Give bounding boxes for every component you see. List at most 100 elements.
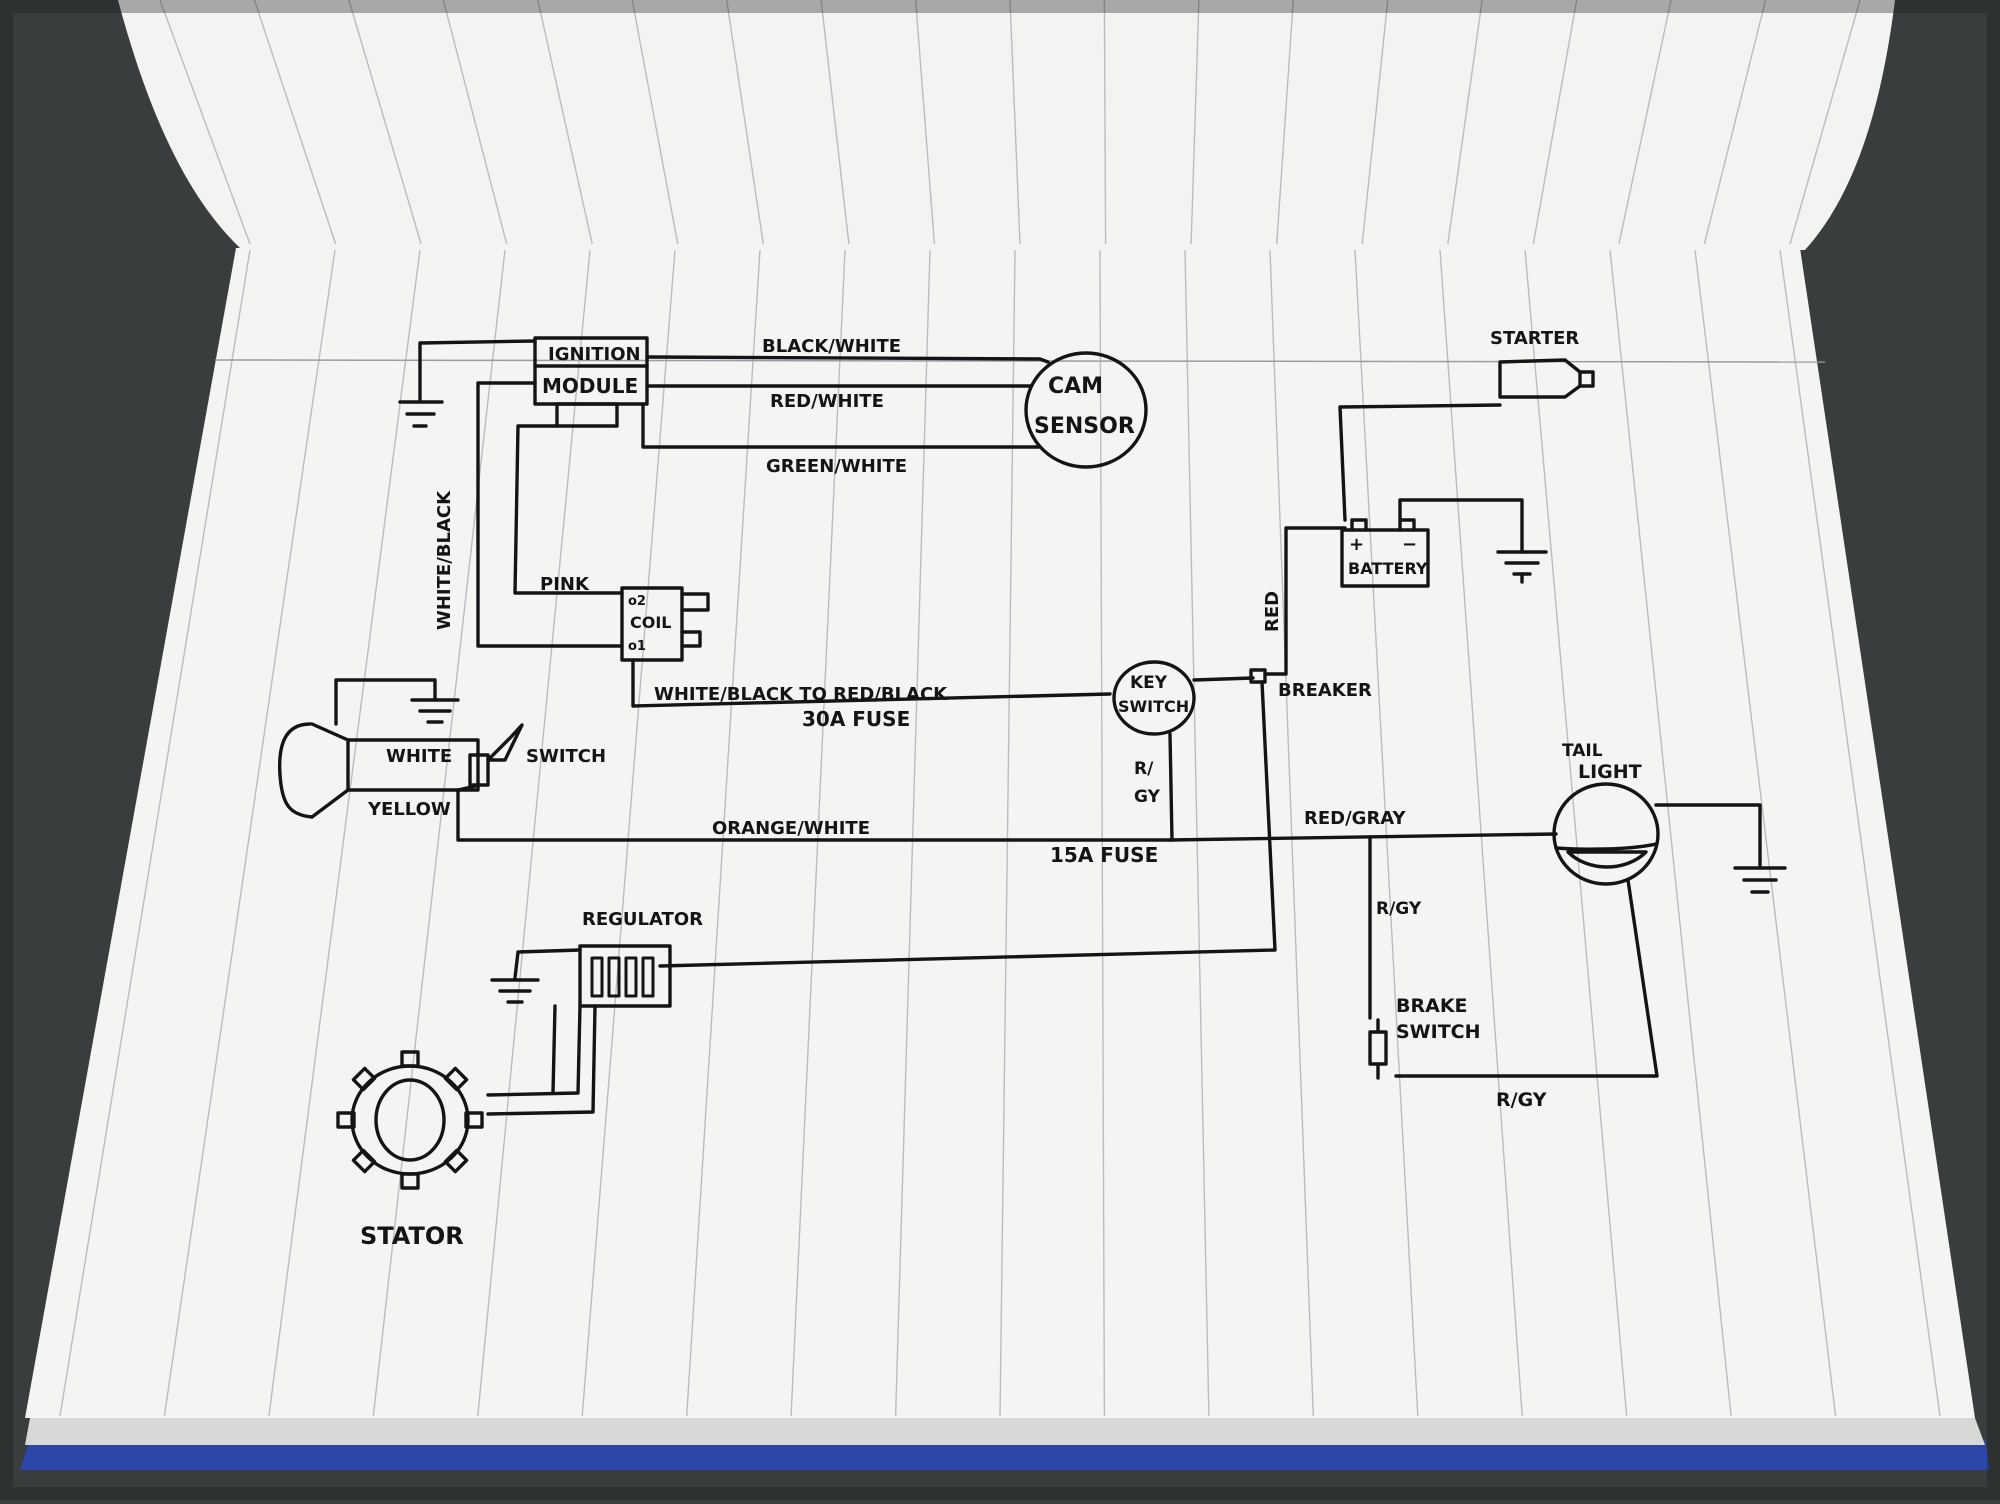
breaker-to-regulator-wire — [658, 680, 1277, 968]
ruling-line — [894, 249, 931, 1417]
upper-ruling-line — [914, 0, 936, 245]
white-black-wire — [476, 381, 624, 648]
regulator-ground-wire — [513, 948, 582, 980]
orange-white-label: ORANGE/WHITE — [712, 818, 870, 839]
ruling-line — [268, 249, 421, 1417]
battery-ground-wire — [1398, 498, 1524, 554]
coil-to-key-wire — [631, 658, 1112, 708]
notebook-cover-edge — [20, 1440, 1990, 1470]
battery-minus-label: − — [1402, 534, 1417, 555]
red-wire-label: RED — [1262, 591, 1283, 632]
ruling-line — [1524, 249, 1628, 1417]
headlight-body — [310, 722, 480, 819]
ruling-line — [1354, 249, 1419, 1417]
tail-label: TAIL — [1562, 741, 1603, 761]
sensor-label: SENSOR — [1034, 414, 1135, 439]
starter-tip — [1578, 370, 1595, 388]
notebook-page-stack — [25, 1418, 1985, 1445]
ruling-lines — [59, 0, 1941, 1417]
tail-to-brake-wire — [1394, 878, 1659, 1078]
coil-1-label: o1 — [628, 639, 646, 654]
white-black-to-red-black-label: WHITE/BLACK TO RED/BLACK — [654, 684, 948, 705]
upper-ruling-line — [1789, 0, 1861, 245]
upper-ruling-line — [1361, 0, 1389, 245]
upper-ruling-line — [1009, 0, 1021, 245]
headlight-to-orange-wire — [456, 783, 1172, 842]
battery-neg-terminal — [1398, 518, 1416, 532]
upper-ruling-line — [1447, 0, 1483, 245]
regulator-box — [578, 944, 672, 1008]
ruling-line — [581, 249, 676, 1417]
diagram-labels: IGNITION MODULE CAM SENSOR BLACK/WHITE R… — [360, 328, 1642, 1250]
ruling-line — [1099, 249, 1106, 1417]
30a-fuse-label: 30A FUSE — [802, 707, 910, 731]
battery-plus-label: + — [1349, 534, 1364, 555]
tail-light-outer — [1552, 782, 1660, 886]
breaker-label: BREAKER — [1278, 680, 1372, 701]
upper-ruling-line — [1103, 0, 1107, 245]
pink-wire — [513, 424, 624, 595]
upper-ruling-line — [159, 0, 251, 245]
key-to-15a-wire — [1168, 732, 1174, 842]
r-gy-upper-label: R/GY — [1376, 899, 1422, 919]
upper-page — [118, 0, 1895, 250]
coil-2-label: o2 — [628, 594, 646, 609]
key-gy-label: GY — [1134, 787, 1161, 807]
orange-white-wire — [1168, 832, 1558, 842]
tail-light-ground-icon — [1733, 866, 1787, 894]
green-white-wire — [641, 402, 1042, 449]
key-switch-circle — [1112, 660, 1196, 736]
headlight-ground-wire — [334, 678, 437, 726]
ruling-line — [477, 249, 591, 1417]
headlight-switch-lever — [486, 723, 524, 762]
notebook — [20, 0, 1990, 1470]
headlight-ground-icon — [410, 698, 460, 724]
upper-ruling-line — [1276, 0, 1294, 245]
headlight-switch-label: SWITCH — [526, 746, 606, 767]
module-ground-icon — [398, 400, 444, 428]
key-label: KEY — [1130, 673, 1168, 693]
tail-light-lower-lens — [1566, 850, 1648, 869]
upper-ruling-line — [1618, 0, 1672, 245]
battery-pos-terminal — [1350, 518, 1368, 532]
green-white-label: GREEN/WHITE — [766, 456, 907, 477]
black-white-wire — [645, 355, 1050, 364]
stator-label: STATOR — [360, 1222, 464, 1250]
ignition-label: IGNITION — [548, 344, 641, 365]
upper-ruling-line — [631, 0, 679, 245]
battery-to-starter-wire — [1338, 403, 1502, 522]
upper-ruling-line — [348, 0, 422, 245]
breaker-to-battery-wire — [1263, 526, 1347, 676]
module-label: MODULE — [542, 374, 638, 398]
regulator-to-stator-wire-2 — [486, 1004, 597, 1116]
regulator-ground-icon — [490, 978, 540, 1004]
upper-ruling-line — [726, 0, 764, 245]
main-page — [25, 248, 1975, 1418]
light-label: LIGHT — [1578, 761, 1642, 783]
headlight-lens — [277, 722, 314, 819]
regulator-to-stator-wire-3 — [551, 1004, 557, 1095]
ruling-line — [999, 249, 1016, 1417]
stator-icon — [336, 1050, 484, 1190]
ruling-line — [1609, 249, 1732, 1417]
module-ground-wire — [418, 339, 537, 402]
ruling-line — [1269, 249, 1314, 1417]
r-gy-lower-label: R/GY — [1496, 1089, 1547, 1111]
key-r-label: R/ — [1134, 759, 1154, 779]
white-wire-label: WHITE — [386, 746, 452, 767]
key-switch-label: SWITCH — [1118, 697, 1189, 716]
upper-ruling-line — [537, 0, 593, 245]
ruling-line — [59, 249, 251, 1417]
upper-ruling-line — [1703, 0, 1767, 245]
regulator-to-stator-wire-1 — [486, 1004, 582, 1097]
ruling-line — [372, 249, 506, 1417]
starter-label: STARTER — [1490, 328, 1579, 349]
battery-box — [1340, 528, 1430, 588]
tail-light-ground-wire — [1654, 803, 1762, 868]
tail-light-divider — [1554, 842, 1658, 851]
brake-label: BRAKE — [1396, 995, 1468, 1017]
pink-label: PINK — [540, 574, 590, 595]
ruling-line — [163, 249, 336, 1417]
